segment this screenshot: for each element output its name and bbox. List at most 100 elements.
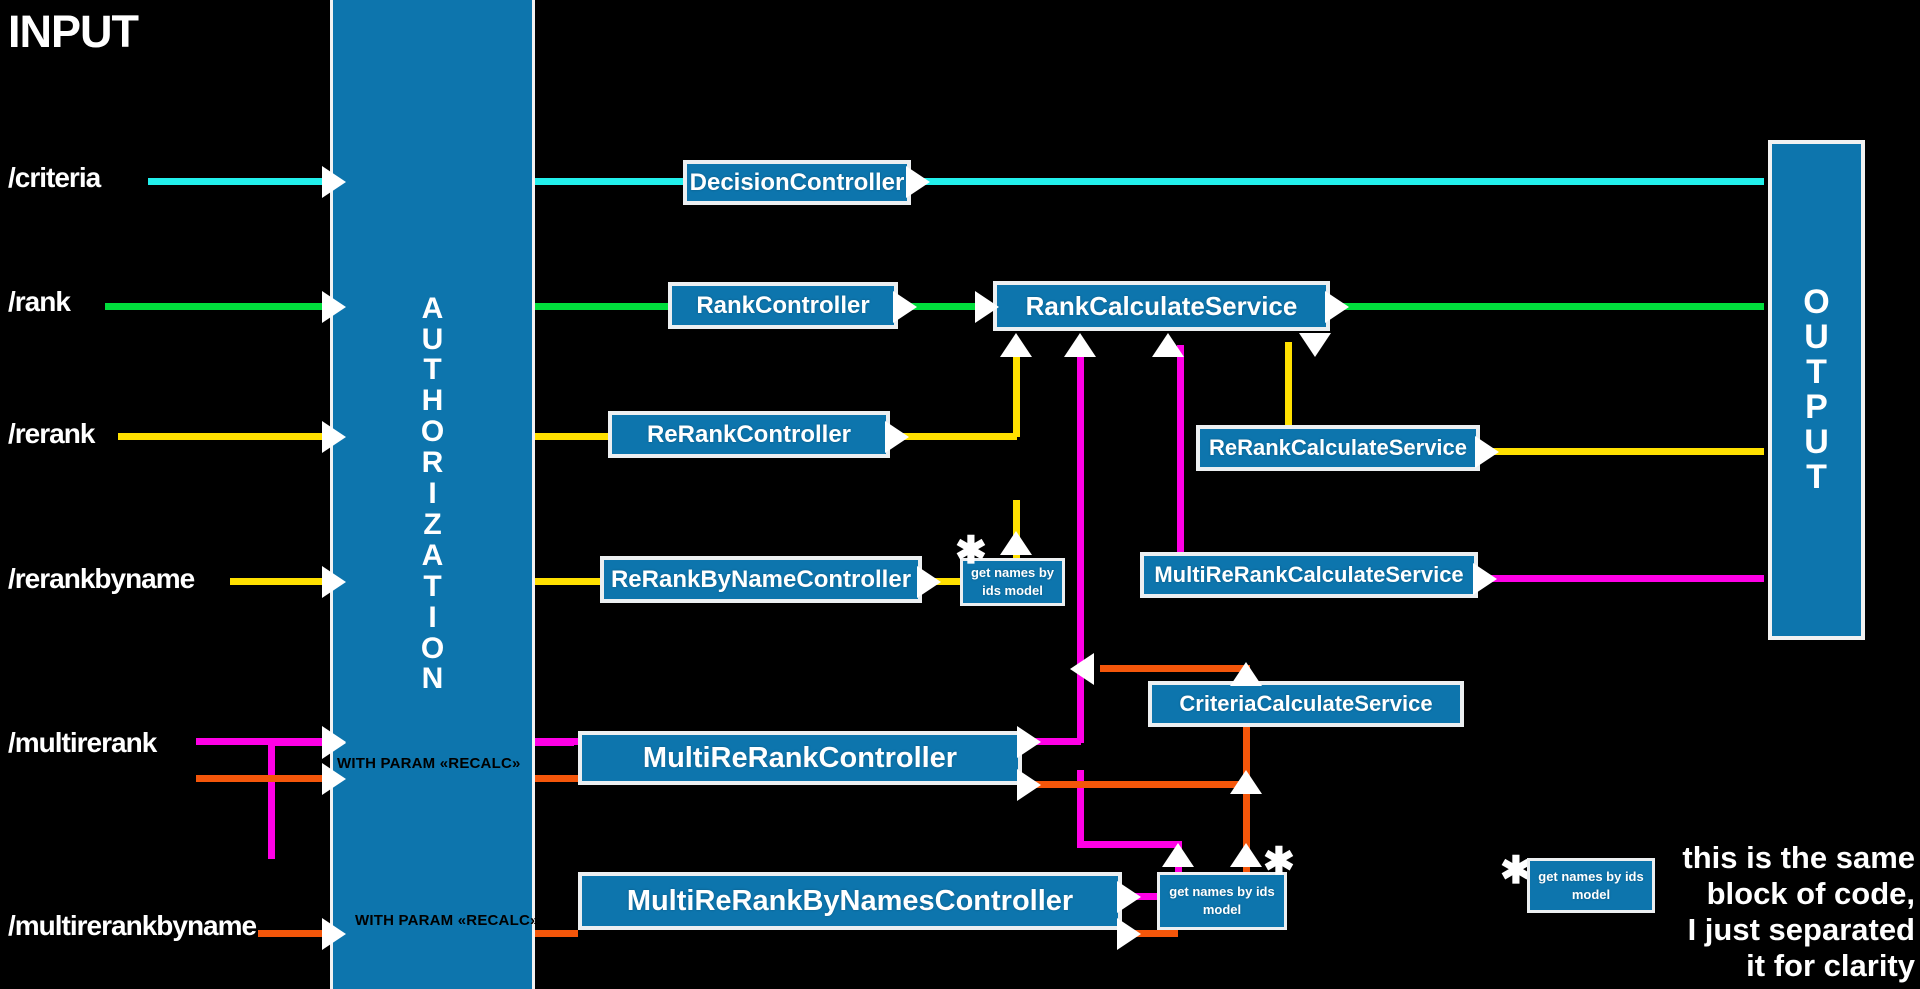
arrow-yellow-up-into-rankcalc (1000, 333, 1032, 357)
output-letter: O (1803, 282, 1830, 321)
arrow-rerankbynamectrl-out (917, 566, 941, 598)
flow-criteria-in (148, 178, 338, 185)
output-letter: P (1805, 388, 1828, 426)
output-band: O U T P U T (1768, 140, 1865, 640)
arrow-magenta-up-into-getnames-bottom (1162, 843, 1194, 867)
arrow-into-rankcalculateservice (975, 291, 999, 323)
endpoint-label-rank: /rank (8, 286, 71, 317)
legend-note-line: it for clarity (1746, 947, 1915, 983)
legend-note: this is the same block of code, I just s… (1660, 840, 1915, 984)
auth-letter: U (421, 322, 444, 356)
arrow-yellow-down-from-rankcalc (1299, 333, 1331, 357)
node-multirerankbynames-controller[interactable]: MultiReRankByNamesController (578, 872, 1122, 930)
authorization-label: A U T H O R I Z A T I O N (333, 0, 532, 989)
arrow-criteria-into-auth (322, 166, 346, 198)
arrow-multinamesctrl-out-magenta (1117, 881, 1141, 913)
arrow-multirerankctrl-out-magenta (1017, 726, 1041, 758)
output-letter: U (1804, 423, 1829, 462)
auth-letter: H (421, 384, 444, 418)
param-label-recalc-multirerank: WITH PARAM «RECALC» (337, 755, 521, 772)
flow-rerank-up-to-rankcalc (1013, 345, 1020, 437)
arrow-rankcalculateservice-out (1325, 291, 1349, 323)
flow-multinames-to-model (1122, 893, 1178, 900)
auth-letter: A (421, 538, 444, 572)
flow-rankcalc-down-to-multicalc (1177, 345, 1184, 575)
arrow-up-from-getnames-top (1000, 531, 1032, 555)
flow-rerankbyname-to-model (922, 578, 960, 585)
auth-letter: T (423, 569, 442, 603)
flow-recalc2-to-model (1122, 930, 1178, 937)
auth-letter: R (421, 446, 444, 480)
arrow-magenta-up-into-rankcalc (1064, 333, 1096, 357)
flow-multirerank-to-model-h (1077, 841, 1182, 848)
flow-rerank-in (118, 433, 337, 440)
arrow-recalc1-into-auth (322, 763, 346, 795)
asterisk-marker-legend: ✱ (1500, 850, 1532, 892)
authorization-band: A U T H O R I Z A T I O N (330, 0, 535, 989)
arrow-multinamesctrl-out-orange (1117, 918, 1141, 950)
node-get-names-model-bottom[interactable]: get names by ids model (1157, 872, 1287, 930)
flow-criteria-out (912, 178, 1764, 185)
flow-criteria-back-h (1100, 665, 1250, 672)
arrow-rerankcalcservice-out (1475, 436, 1499, 468)
legend-note-line: I just separated (1687, 911, 1915, 947)
node-rank-controller[interactable]: RankController (668, 282, 898, 329)
flow-recalc1-in (196, 775, 337, 782)
arrow-multirerankctrl-out-orange (1017, 769, 1041, 801)
arrow-up-into-criteriacalc (1230, 662, 1262, 686)
page-title-input: INPUT (8, 6, 139, 57)
auth-letter: N (421, 662, 444, 696)
legend-note-line: this is the same (1682, 840, 1915, 875)
arrow-rank-into-auth (322, 291, 346, 323)
arrow-decisioncontroller-out (906, 166, 930, 198)
flow-rerankcalc-out (1480, 448, 1764, 455)
endpoint-label-rerankbyname: /rerankbyname (8, 563, 195, 594)
output-letter: U (1804, 317, 1829, 356)
node-rerank-controller[interactable]: ReRankController (608, 411, 890, 458)
arrow-multirerankbyname-into-auth (322, 727, 346, 759)
arrow-multirerankcalcservice-out (1473, 563, 1497, 595)
arrow-rerankbyname-into-auth (322, 566, 346, 598)
node-rerankbyname-controller[interactable]: ReRankByNameController (600, 556, 922, 603)
flow-rank-ctrl-to-svc (898, 303, 988, 310)
arrow-orange-up-into-getnames-bottom (1230, 843, 1262, 867)
node-get-names-model-top[interactable]: get names by ids model (960, 558, 1065, 606)
auth-letter: O (420, 415, 445, 449)
flow-multirerank-up (1077, 345, 1084, 743)
flow-rank-in (105, 303, 337, 310)
node-multirerank-controller[interactable]: MultiReRankController (578, 731, 1022, 785)
auth-letter: O (420, 631, 445, 665)
arrow-rankcontroller-out (893, 291, 917, 323)
auth-letter: T (423, 353, 442, 387)
flow-rerank-ctrl-right (890, 433, 1017, 440)
node-rank-calculate-service[interactable]: RankCalculateService (993, 281, 1330, 331)
arrow-rerank-into-auth (322, 421, 346, 453)
endpoint-label-multirerank: /multirerank (8, 727, 157, 758)
output-letter: T (1806, 458, 1827, 497)
node-decision-controller[interactable]: DecisionController (683, 160, 911, 205)
flow-recalc1-right (1022, 781, 1248, 788)
output-letter: T (1806, 352, 1827, 391)
flow-multicalc-out (1478, 575, 1764, 582)
node-criteria-calculate-service[interactable]: CriteriaCalculateService (1148, 681, 1464, 727)
flow-multirerankbyname-v (268, 739, 275, 859)
flow-multirerankbyname-h (268, 739, 337, 746)
flow-recalc2-in (258, 930, 337, 937)
endpoint-label-rerank: /rerank (8, 418, 95, 449)
endpoint-label-criteria: /criteria (8, 162, 101, 193)
flow-multirerank-elbow (1019, 738, 1081, 745)
flow-criteria-down (1243, 715, 1250, 895)
flow-rank-out (1330, 303, 1764, 310)
node-multirerank-calculate-service[interactable]: MultiReRankCalculateService (1140, 552, 1478, 598)
flow-multirerank-in (196, 738, 337, 745)
flow-rerank-down-to-rerankcalc (1285, 342, 1292, 430)
flow-multirerank-down (1077, 770, 1084, 848)
arrow-up-into-criteria-from-recalc (1230, 770, 1262, 794)
node-rerank-calculate-service[interactable]: ReRankCalculateService (1196, 425, 1480, 471)
flow-rerankbyname-in (230, 578, 337, 585)
param-label-recalc-multirerankbyname: WITH PARAM «RECALC» (355, 912, 539, 929)
auth-letter: A (421, 291, 444, 325)
node-get-names-model-legend: get names by ids model (1527, 858, 1655, 913)
auth-letter: Z (423, 507, 442, 541)
endpoint-label-multirerankbyname: /multirerankbyname (8, 910, 257, 941)
